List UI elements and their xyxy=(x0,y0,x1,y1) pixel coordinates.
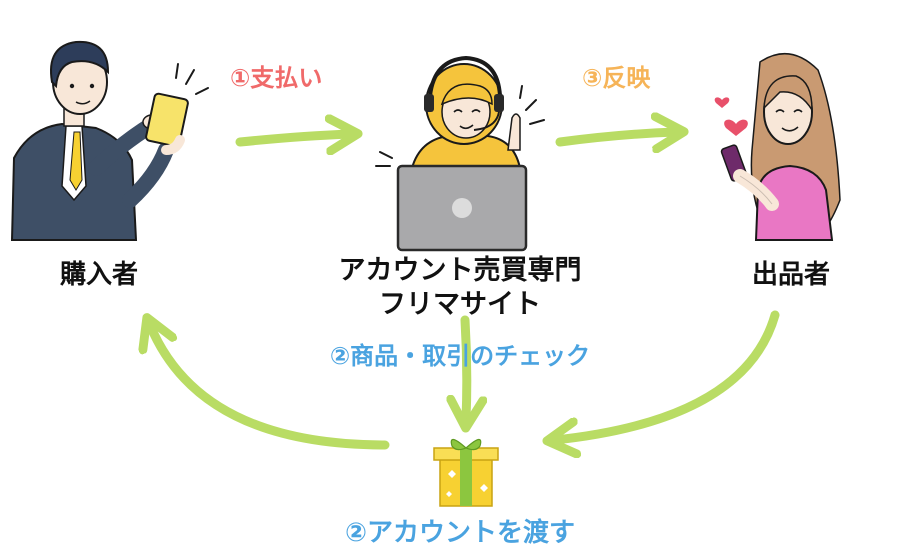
seller-label: 出品者 xyxy=(751,260,830,290)
man-with-phone-icon xyxy=(10,40,209,241)
site-label-line2: フリマサイト xyxy=(379,289,541,320)
operator-with-laptop-icon xyxy=(375,55,545,252)
site-label-line1: アカウント売買専門 xyxy=(338,255,582,286)
arrow-site-to-seller xyxy=(555,132,676,142)
arrow-seller-to-gift xyxy=(555,310,780,440)
arrow-buyer-to-site xyxy=(235,134,350,142)
gift-box-icon xyxy=(433,438,499,507)
buyer-label: 購入者 xyxy=(59,260,138,290)
woman-with-phone-icon xyxy=(714,52,841,241)
arrow-gift-to-buyer xyxy=(150,325,390,450)
step-check-label: ②商品・取引のチェック xyxy=(329,342,591,370)
step-deliver-label: ②アカウントを渡す xyxy=(344,518,575,548)
step-reflect-label: ③反映 xyxy=(582,64,651,92)
step-pay-label: ①支払い xyxy=(230,64,323,92)
arrow-site-to-gift xyxy=(465,315,467,420)
